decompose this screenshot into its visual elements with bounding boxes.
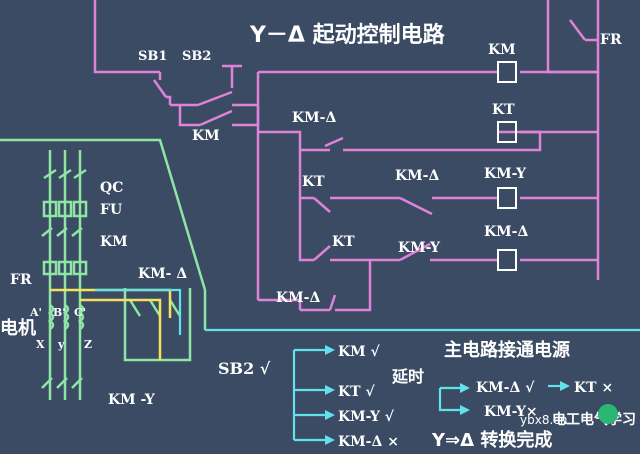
label-km-delta-1: KM-Δ: [292, 110, 336, 126]
seq-kmy: KM-Y √: [338, 409, 395, 425]
terminal-b: B': [53, 306, 66, 319]
terminal-c: C': [74, 306, 86, 319]
label-km-delta-3: KM-Δ: [276, 290, 320, 306]
terminal-y: y: [57, 338, 65, 351]
label-kt-nc: KT: [302, 174, 325, 190]
diagram-title: Y－Δ 起动控制电路: [249, 22, 446, 48]
coil-label-km-y: KM-Y: [484, 166, 527, 182]
arrow-heads: [325, 345, 570, 445]
seq-after-kt: KT ×: [574, 380, 613, 396]
watermark-logo-icon: [598, 404, 618, 424]
watermark-site: ybx8.cn: [520, 413, 567, 427]
control-circuit: [93, 0, 600, 312]
coil-km: [497, 61, 517, 83]
label-fu: FU: [100, 202, 122, 218]
seq-after-kmd: KM-Δ √: [476, 380, 535, 396]
seq-start: SB2 √: [218, 359, 271, 378]
coil-group: [497, 61, 517, 271]
coil-label-km-delta: KM-Δ: [484, 224, 528, 240]
coil-label-kt: KT: [492, 102, 515, 118]
label-sb1: SB1: [138, 49, 167, 64]
label-km-hold: KM: [192, 128, 220, 144]
label-fr-control: FR: [600, 32, 622, 48]
label-km-y-main: KM -Y: [108, 392, 156, 408]
watermark-brand: 电工电气学习: [552, 411, 636, 428]
label-kt-no: KT: [332, 234, 355, 250]
label-fr-main: FR: [10, 272, 32, 288]
coil-label-km: KM: [488, 42, 516, 58]
terminal-a: A': [29, 306, 42, 319]
terminal-z: Z: [84, 338, 92, 351]
seq-kmd: KM-Δ ×: [338, 434, 399, 450]
sequence-flow: [205, 328, 640, 442]
coil-km-y: [497, 187, 517, 209]
seq-kt: KT √: [338, 384, 375, 400]
seq-heading: 主电路接通电源: [444, 339, 570, 361]
label-qc: QC: [100, 180, 123, 196]
seq-delay: 延时: [391, 367, 424, 386]
label-km-main: KM: [100, 234, 128, 250]
seq-after-kmy: KM-Y×: [484, 404, 538, 420]
seq-final: Y⇒Δ 转换完成: [431, 429, 552, 451]
label-km-delta-main: KM- Δ: [138, 266, 187, 282]
watermark: ybx8.cn 电工电气学习: [520, 404, 636, 428]
main-aux-wires: [95, 288, 182, 335]
terminal-x: X: [36, 338, 45, 351]
label-sb2: SB2: [182, 49, 211, 64]
main-circuit: [0, 138, 207, 400]
seq-km: KM √: [338, 344, 381, 360]
label-km-delta-2: KM-Δ: [395, 168, 439, 184]
label-motor: 电机: [0, 317, 36, 339]
coil-km-delta: [497, 249, 517, 271]
label-km-y: KM-Y: [398, 240, 441, 256]
coil-kt: [497, 121, 517, 143]
